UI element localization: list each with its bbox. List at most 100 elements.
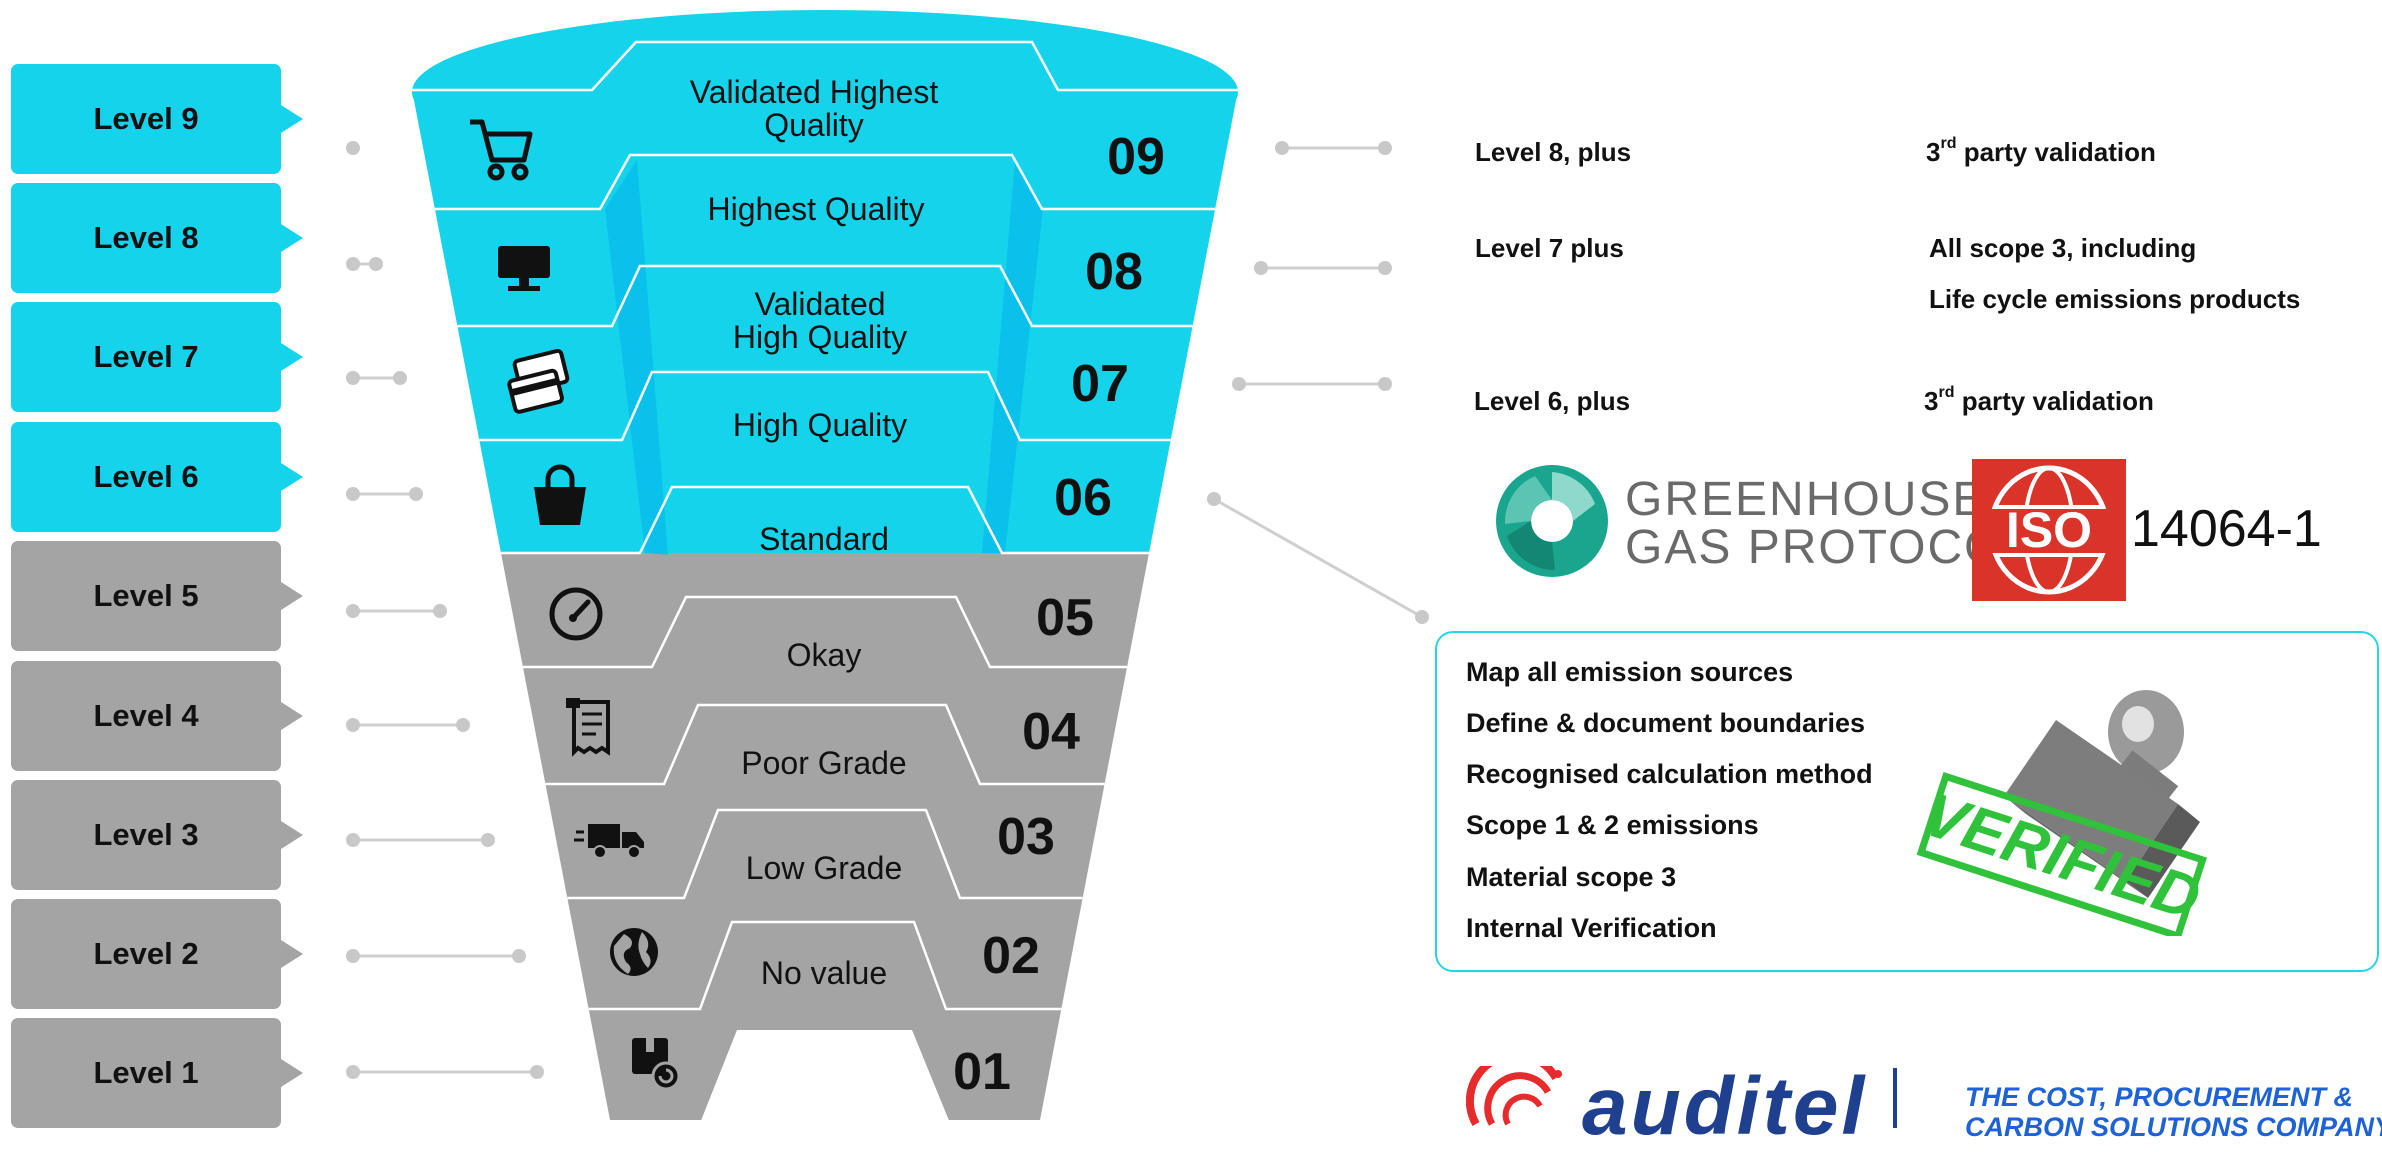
tier-number-4: 04 (1022, 703, 1080, 761)
tier-step-outline-8 (434, 153, 1216, 211)
row8-right-text-1: All scope 3, including (1929, 233, 2197, 263)
verified-stamp-icon: VERIFIED (1916, 690, 2208, 936)
tier-number-6: 06 (1054, 469, 1112, 527)
funnel-band-9 (412, 90, 1238, 209)
level-tab-label: Level 1 (93, 1055, 199, 1090)
left-connector-dot (481, 833, 495, 847)
shopping-cart-icon (470, 119, 533, 181)
row8-right-text-2: Life cycle emissions products (1929, 284, 2301, 314)
level-tab-pointer (281, 343, 303, 371)
package-return-icon (632, 1038, 681, 1091)
tier-label-9: Validated Highest (690, 74, 939, 110)
tier-step-outline-5 (501, 485, 1149, 555)
tier-number-5: 05 (1036, 589, 1094, 647)
receipt-icon (566, 698, 610, 757)
tier-label-7: Validated (754, 286, 885, 322)
level-tab-5: Level 5 (11, 541, 303, 651)
right-connector-dot (1378, 141, 1392, 155)
row8-left-text: Level 7 plus (1475, 233, 1624, 263)
requirement-item: Map all emission sources (1466, 657, 1794, 687)
tagline-line-2: CARBON SOLUTIONS COMPANY (1965, 1112, 2382, 1142)
ghg-line-1: GREENHOUSE (1625, 473, 1987, 526)
tier-step-outline-3 (545, 703, 1105, 786)
tagline-line-1: THE COST, PROCUREMENT & (1965, 1082, 2354, 1112)
left-connector-dot (346, 141, 360, 155)
tier-number-1: 01 (953, 1043, 1011, 1101)
tier-label-6: High Quality (733, 407, 907, 443)
funnel-band-4 (522, 667, 1128, 784)
row9-left-text: Level 8, plus (1475, 137, 1632, 167)
tier-label-8: Highest Quality (708, 191, 925, 227)
tier-label-4: Okay (787, 637, 862, 673)
footer-divider (1893, 1068, 1897, 1128)
left-connector-dot (346, 371, 360, 385)
row7-left-text: Level 6, plus (1474, 386, 1631, 416)
tier-number-9: 09 (1107, 128, 1165, 186)
left-connector-dot (369, 257, 383, 271)
iso-logo: ISO (1972, 459, 2126, 601)
requirement-item: Scope 1 & 2 emissions (1466, 810, 1759, 840)
requirement-item: Recognised calculation method (1466, 759, 1873, 789)
left-connector-dot (346, 949, 360, 963)
requirement-item: Define & document boundaries (1466, 708, 1866, 738)
level-tab-8: Level 8 (11, 183, 303, 293)
funnel-facet-left (605, 160, 668, 555)
tier-label-5: Standard (759, 521, 889, 557)
left-connector-dot (512, 949, 526, 963)
left-connector-dot (346, 1065, 360, 1079)
level-tab-pointer (281, 821, 303, 849)
right-connector-dot (1378, 261, 1392, 275)
requirement-item: Material scope 3 (1466, 862, 1677, 892)
funnel-band-2 (567, 898, 1083, 1009)
tier-step-outline-2 (567, 808, 1083, 900)
tier-step-outline-4 (522, 595, 1128, 669)
tier-label-7: High Quality (733, 319, 907, 355)
delivery-truck-icon (574, 824, 644, 859)
left-connector-dot (346, 718, 360, 732)
level-tab-pointer (281, 702, 303, 730)
speedometer-icon (549, 587, 603, 641)
requirement-item: Internal Verification (1466, 913, 1717, 943)
level-tab-3: Level 3 (11, 780, 303, 890)
ghg-protocol-wordmark: GREENHOUSE GAS PROTOCOL (1625, 476, 2032, 572)
level-tab-label: Level 6 (93, 459, 199, 494)
level-tab-label: Level 5 (93, 578, 199, 613)
tier-number-7: 07 (1071, 355, 1129, 413)
row9-right-text: 3rd party validation (1926, 135, 2156, 167)
left-connector-dot (346, 257, 360, 271)
tier-label-9: Quality (764, 107, 864, 143)
funnel-band-5 (501, 553, 1149, 667)
iso-globe-icon: ISO (1980, 465, 2118, 595)
level-tab-6: Level 6 (11, 422, 303, 532)
funnel-bottom-notch (700, 1030, 950, 1123)
row7-right-text: 3rd party validation (1924, 384, 2154, 416)
left-connector-dot (530, 1065, 544, 1079)
funnel-band-3 (545, 784, 1105, 898)
funnel-facet-right (982, 160, 1043, 553)
level-tab-7: Level 7 (11, 302, 303, 412)
iso-text: ISO (2006, 502, 2092, 558)
level-tab-label: Level 7 (93, 339, 199, 374)
auditel-logo-icon (1466, 1066, 1562, 1126)
globe-icon (610, 928, 658, 976)
left-connector-dot (393, 371, 407, 385)
tier-step-outline-9 (412, 40, 1238, 92)
monitor-icon (498, 246, 550, 291)
level-tab-pointer (281, 1059, 303, 1087)
level-tab-pointer (281, 105, 303, 133)
level-tab-pointer (281, 224, 303, 252)
level-tab-2: Level 2 (11, 899, 303, 1009)
right-connector-dot (1378, 377, 1392, 391)
level-tab-label: Level 2 (93, 936, 199, 971)
left-connector-dot (346, 833, 360, 847)
ghg-line-2: GAS PROTOCOL (1625, 521, 2033, 574)
credit-cards-icon (507, 348, 570, 414)
level-tab-label: Level 3 (93, 817, 199, 852)
tier-step-outline-6 (479, 370, 1171, 442)
level-tab-label: Level 4 (93, 698, 199, 733)
level-tab-1: Level 1 (11, 1018, 303, 1128)
tier-label-1: No value (761, 955, 887, 991)
shopping-bag-icon (534, 464, 586, 525)
tier-label-2: Low Grade (746, 850, 903, 886)
